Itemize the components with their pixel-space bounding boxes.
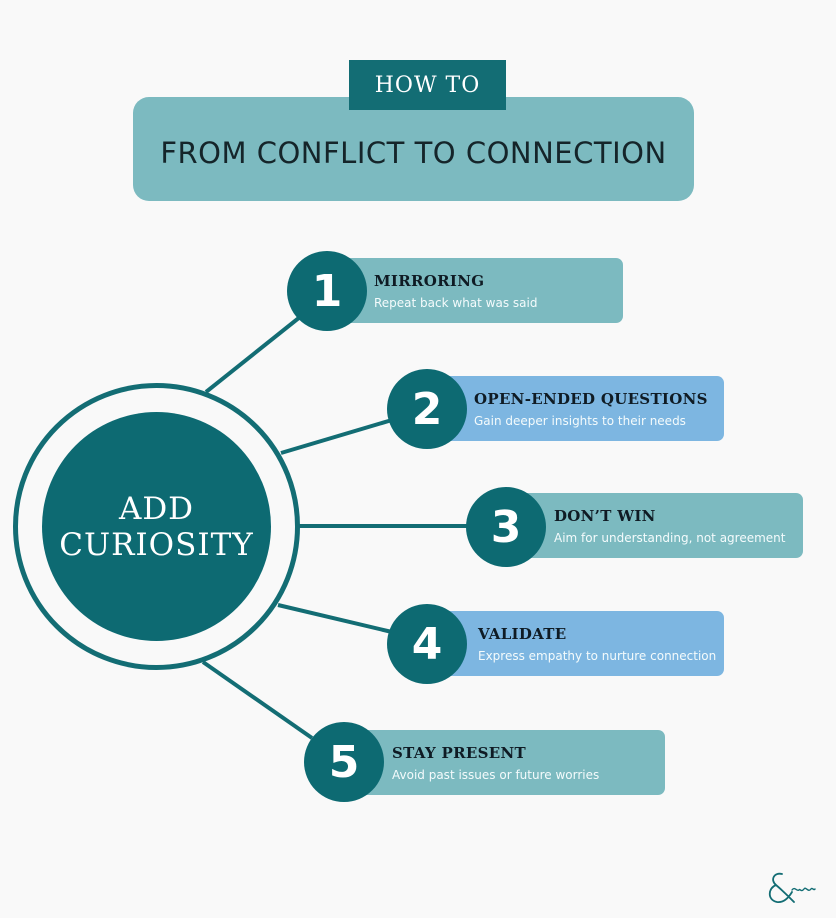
step-5-box: STAY PRESENT Avoid past issues or future… bbox=[344, 730, 665, 795]
connector-1 bbox=[204, 315, 302, 394]
step-3-title: DON’T WIN bbox=[554, 506, 656, 525]
connector-2 bbox=[280, 418, 393, 455]
step-1-box: MIRRORING Repeat back what was said bbox=[327, 258, 623, 323]
how-to-tag: HOW TO bbox=[349, 60, 506, 110]
step-2-title: OPEN-ENDED QUESTIONS bbox=[474, 389, 708, 408]
step-3-box: DON’T WIN Aim for understanding, not agr… bbox=[506, 493, 803, 558]
step-2-description: Gain deeper insights to their needs bbox=[474, 413, 686, 428]
connector-4 bbox=[277, 603, 393, 634]
step-4-box: VALIDATE Express empathy to nurture conn… bbox=[427, 611, 724, 676]
step-3-description: Aim for understanding, not agreement bbox=[554, 530, 786, 545]
step-4-title: VALIDATE bbox=[478, 624, 567, 643]
ampersand-you-logo bbox=[768, 872, 816, 903]
center-circle: ADD CURIOSITY bbox=[42, 412, 271, 641]
step-2-number: 2 bbox=[387, 369, 467, 449]
how-to-label: HOW TO bbox=[374, 72, 481, 98]
step-5-description: Avoid past issues or future worries bbox=[392, 767, 600, 782]
step-1-description: Repeat back what was said bbox=[374, 295, 538, 310]
step-5-number: 5 bbox=[304, 722, 384, 802]
step-5-title: STAY PRESENT bbox=[392, 743, 526, 762]
connector-5 bbox=[201, 660, 314, 740]
step-2-box: OPEN-ENDED QUESTIONS Gain deeper insight… bbox=[427, 376, 724, 441]
step-1-title: MIRRORING bbox=[374, 271, 485, 290]
center-label-line2: CURIOSITY bbox=[59, 526, 254, 563]
center-label-line1: ADD bbox=[118, 490, 195, 527]
step-4-description: Express empathy to nurture connection bbox=[478, 648, 717, 663]
title-banner: FROM CONFLICT TO CONNECTION bbox=[133, 97, 694, 201]
step-4-number: 4 bbox=[387, 604, 467, 684]
step-1-number: 1 bbox=[287, 251, 367, 331]
page-title: FROM CONFLICT TO CONNECTION bbox=[160, 135, 667, 170]
step-3-number: 3 bbox=[466, 487, 546, 567]
